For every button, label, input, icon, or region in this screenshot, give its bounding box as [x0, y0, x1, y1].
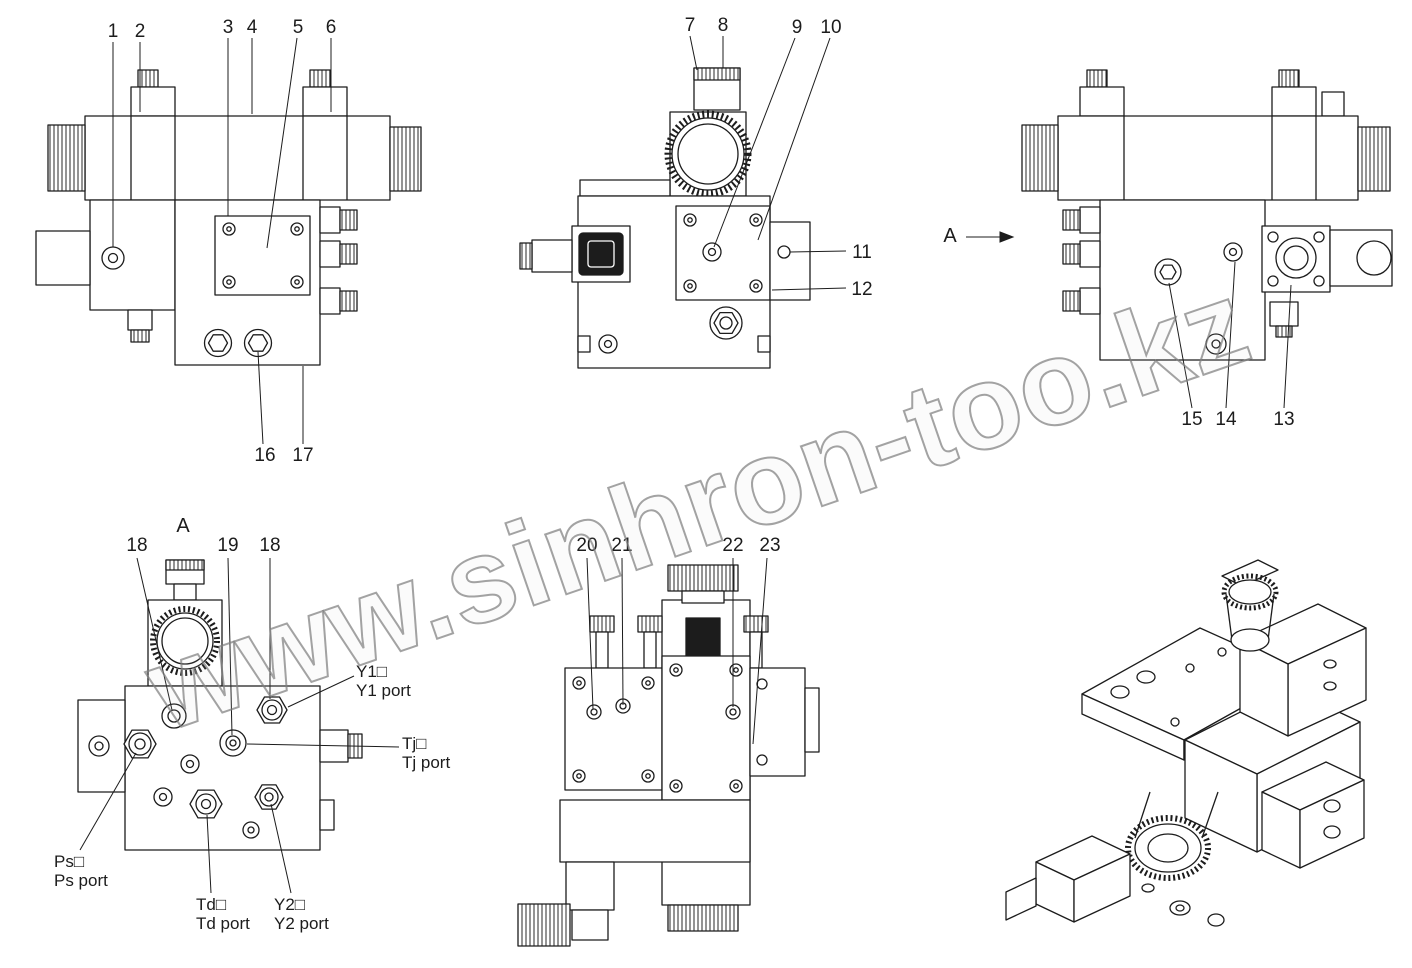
port-label-ps: Ps□ Ps port [54, 852, 108, 890]
callout-3: 3 [222, 17, 234, 38]
callout-2: 2 [134, 21, 146, 42]
port-label-y1-en: Y1 port [356, 681, 411, 700]
leader-lines [79, 35, 1292, 894]
callout-16: 16 [254, 445, 276, 466]
callout-6: 6 [325, 17, 337, 38]
isometric-view-drawing [1005, 559, 1367, 927]
bottom-view-drawing [517, 564, 820, 947]
callout-1: 1 [107, 21, 119, 42]
callout-15: 15 [1181, 409, 1203, 430]
callout-13: 13 [1273, 409, 1295, 430]
port-label-y2: Y2□ Y2 port [274, 895, 329, 933]
callout-4: 4 [246, 17, 258, 38]
port-label-tj: Tj□ Tj port [402, 734, 450, 772]
side-view-drawing [519, 67, 811, 369]
callout-10: 10 [820, 17, 842, 38]
view-a-label: A [176, 515, 190, 537]
port-label-td-en: Td port [196, 914, 250, 933]
port-label-tj-cn: Tj□ [402, 734, 427, 753]
callout-11: 11 [852, 242, 872, 263]
rear-view-drawing [1021, 69, 1393, 361]
callout-17: 17 [292, 445, 314, 466]
callout-8: 8 [717, 15, 729, 36]
callout-21: 21 [611, 535, 633, 556]
port-label-y2-cn: Y2□ [274, 895, 306, 914]
callout-5: 5 [292, 17, 304, 38]
port-label-ps-en: Ps port [54, 871, 108, 890]
callout-20: 20 [576, 535, 598, 556]
port-label-y1-cn: Y1□ [356, 662, 388, 681]
front-view-drawing [35, 69, 422, 366]
port-label-tj-en: Tj port [402, 753, 451, 772]
callout-23: 23 [759, 535, 781, 556]
view-a-drawing [77, 559, 363, 851]
callout-12: 12 [851, 279, 873, 300]
port-label-ps-cn: Ps□ [54, 852, 85, 871]
port-label-td-cn: Td□ [196, 895, 227, 914]
callout-19: 19 [217, 535, 239, 556]
view-direction-label-a: A [943, 225, 957, 247]
callout-14: 14 [1215, 409, 1237, 430]
port-label-y2-en: Y2 port [274, 914, 329, 933]
port-label-td: Td□ Td port [196, 895, 250, 933]
callout-18-b: 18 [259, 535, 281, 556]
callout-22: 22 [722, 535, 744, 556]
callout-7: 7 [684, 15, 696, 36]
callout-9: 9 [791, 17, 803, 38]
port-label-y1: Y1□ Y1 port [356, 662, 411, 700]
callout-18-a: 18 [126, 535, 148, 556]
